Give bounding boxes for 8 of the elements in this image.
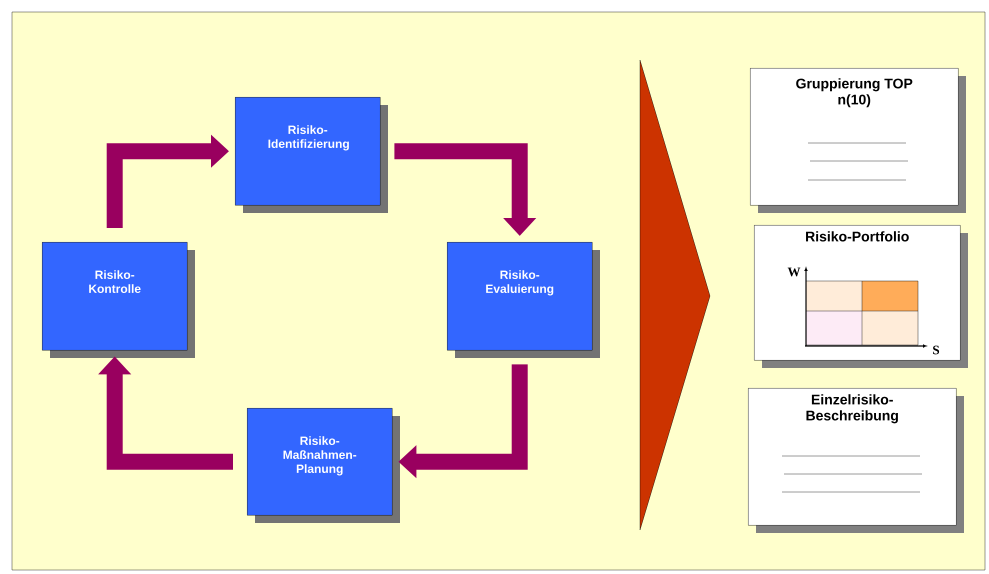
axis-label: W bbox=[788, 268, 800, 276]
process-box: Risiko- Identifizierung bbox=[235, 97, 380, 206]
process-box: Risiko- Maßnahmen- Planung bbox=[247, 408, 392, 516]
document-card: Einzelrisiko- Beschreibung bbox=[748, 388, 956, 526]
process-box: Risiko- Kontrolle bbox=[42, 242, 188, 350]
document-card: Gruppierung TOP n(10) bbox=[750, 68, 958, 206]
axis-label: S bbox=[933, 346, 940, 354]
process-box: Risiko- Evaluierung bbox=[447, 242, 592, 350]
